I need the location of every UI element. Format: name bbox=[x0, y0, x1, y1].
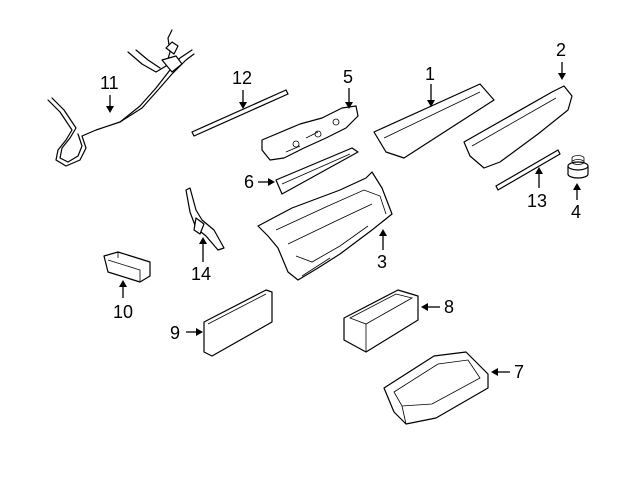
part-2-panel bbox=[463, 85, 573, 169]
callout-labels: 1 2 3 4 5 6 7 8 9 10 11 12 13 14 bbox=[100, 40, 581, 382]
part-7-tray bbox=[383, 351, 489, 425]
callout-12: 12 bbox=[232, 68, 252, 88]
part-10-bracket bbox=[103, 251, 151, 283]
callout-14: 14 bbox=[191, 264, 211, 284]
part-14-hinge bbox=[185, 187, 225, 251]
callout-5: 5 bbox=[343, 67, 353, 87]
callout-1: 1 bbox=[425, 64, 435, 84]
callout-4: 4 bbox=[571, 202, 581, 222]
callout-9: 9 bbox=[170, 323, 180, 343]
callout-11: 11 bbox=[100, 73, 119, 93]
callout-arrows bbox=[106, 62, 581, 376]
callout-6: 6 bbox=[244, 172, 254, 192]
callout-8: 8 bbox=[444, 297, 454, 317]
part-12-strip bbox=[191, 89, 289, 137]
part-5-bracket bbox=[261, 105, 359, 161]
part-4-grommet bbox=[567, 155, 589, 179]
part-6-trim-strip bbox=[275, 147, 359, 195]
part-13-strip bbox=[495, 149, 561, 191]
callout-10: 10 bbox=[113, 302, 133, 322]
part-8-tray bbox=[343, 289, 419, 353]
callout-7: 7 bbox=[514, 362, 524, 382]
part-9-panel bbox=[203, 289, 273, 357]
callout-13: 13 bbox=[527, 191, 547, 211]
part-1-panel bbox=[373, 83, 495, 159]
callout-2: 2 bbox=[556, 40, 566, 60]
callout-3: 3 bbox=[377, 252, 387, 272]
part-3-glove-box bbox=[257, 171, 393, 281]
part-11-wiring-harness bbox=[47, 29, 195, 167]
